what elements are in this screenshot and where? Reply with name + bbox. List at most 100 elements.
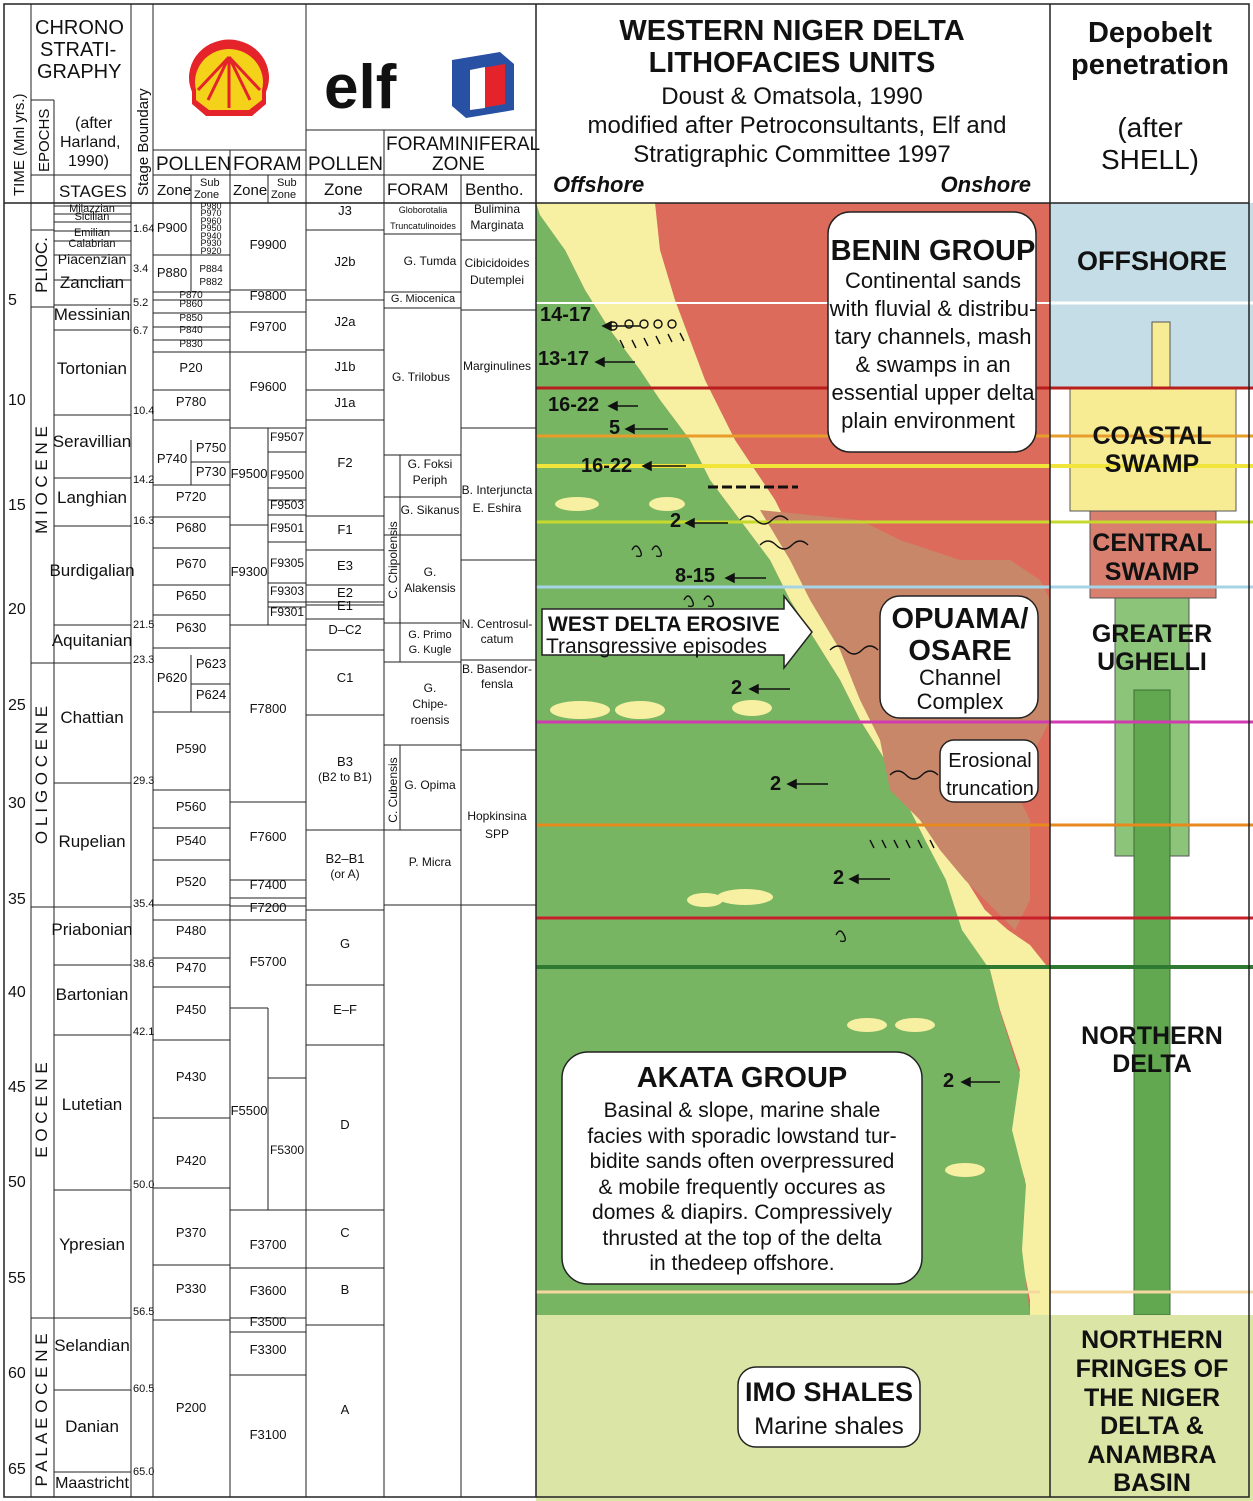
benin-group-text: Continental sands: [845, 268, 1021, 293]
pollen-subzone-label: P624: [196, 687, 226, 702]
depobelt-northern-delta-zone: [1133, 689, 1171, 1316]
pollen-subzone-label: P960: [200, 216, 221, 226]
elf-pollen-zone-label: B2–B1: [325, 851, 364, 866]
foram-zone-label: F9300: [231, 564, 268, 579]
pollen-zone-label: P480: [176, 923, 206, 938]
opuama-text: Channel: [919, 665, 1001, 690]
pollen-zone-label: P630: [176, 620, 206, 635]
turbidite-lens: [555, 497, 599, 511]
foram-subzone-label: F5300: [270, 1143, 304, 1157]
pollen-zone-label: P200: [176, 1400, 206, 1415]
subzone-label: Zone: [194, 189, 219, 201]
episode-label: 8-15: [675, 565, 715, 587]
pollen-zone-label: P720: [176, 489, 206, 504]
elf-foram-zone-label: G.: [424, 565, 437, 579]
pollen-zone-label: P650: [176, 588, 206, 603]
time-tick-label: 60: [8, 1365, 26, 1382]
bentho-zone-label: Bulimina: [474, 202, 520, 216]
pollen-zone-label: P420: [176, 1153, 206, 1168]
stage-label: Seravillian: [53, 432, 131, 451]
depobelt-northern-fringes-zone: [1050, 1315, 1253, 1501]
stage-label: Lutetian: [62, 1095, 123, 1114]
bentho-zone-label: Dutemplei: [470, 273, 524, 287]
pollen-zone-label: P870: [179, 290, 203, 301]
pollen-subzone-label: P882: [199, 277, 223, 288]
pollen-zone-label: P590: [176, 741, 206, 756]
elf-foram-zone-label: G. Kugle: [409, 644, 452, 656]
episode-label: 2: [770, 773, 781, 795]
foram-zone-label: F7400: [250, 877, 287, 892]
benin-group-text: essential upper delta: [831, 380, 1035, 405]
facies-symbols: [608, 319, 939, 943]
elf-pollen-zone-label: J2a: [335, 314, 357, 329]
foraminiferal-zone-header: FORAMINIFERAL: [386, 134, 540, 155]
main-subtitle: Stratigraphic Committee 1997: [633, 141, 950, 168]
benin-group-text: & swamps in an: [855, 352, 1010, 377]
elf-pollen-zone-label: E–F: [333, 1002, 357, 1017]
depobelt-subtitle: SHELL): [1101, 144, 1199, 175]
shell-logo: [189, 39, 269, 116]
epoch-label: P A L A E O C E N E: [32, 1333, 51, 1486]
foraminiferal-zone-header: ZONE: [432, 154, 485, 175]
pollen-zone-label: P620: [157, 670, 187, 685]
opuama-text: Complex: [917, 689, 1004, 714]
stage-boundary-value: 1.64: [133, 223, 154, 235]
foram-subzone-label: F9503: [270, 498, 304, 512]
bentho-zone-label: SPP: [485, 827, 509, 841]
time-tick-label: 45: [8, 1079, 26, 1096]
pollen-zone-label: P900: [157, 220, 187, 235]
stage-label: Piacenzian: [58, 251, 127, 267]
elf-foram-zone-label: G. Primo: [408, 629, 451, 641]
depobelt-labels: OFFSHORE COASTAL SWAMP CENTRAL SWAMP GRE…: [1076, 246, 1229, 1497]
foram-subzone-label: F9500: [270, 468, 304, 482]
depobelt-label: FRINGES OF: [1076, 1355, 1229, 1383]
time-tick-label: 55: [8, 1270, 26, 1287]
elf-logo: elf: [324, 52, 514, 122]
episode-label: 5: [609, 417, 620, 439]
episode-arrows: [594, 320, 1000, 1088]
elf-pollen-zone-label: E1: [337, 598, 353, 613]
stage-boundary-value: 29.3: [133, 775, 154, 787]
zone-label: Zone: [157, 182, 191, 199]
elf-pollen-zone-label: E3: [337, 558, 353, 573]
bentho-zone-label: B. Interjuncta: [462, 483, 533, 497]
elf-logo-text: elf: [324, 53, 397, 122]
pollen-subzone-label: P950: [200, 223, 221, 233]
subzone-label: Sub: [200, 177, 220, 189]
pollen-subzone-label: P730: [196, 464, 226, 479]
stage-label: Burdigalian: [49, 561, 134, 580]
stage-boundary-label: Stage Boundary: [135, 88, 152, 196]
elf-pollen-zone-label: (B2 to B1): [318, 770, 372, 784]
pollen-zone-label: P880: [157, 265, 187, 280]
elf-foram-zone-label: P. Micra: [409, 855, 452, 869]
depobelt-label: SWAMP: [1105, 450, 1199, 478]
stage-boundary-value: 5.2: [133, 297, 148, 309]
stage-label: Danian: [65, 1417, 119, 1436]
episode-label: 2: [731, 677, 742, 699]
time-tick-label: 40: [8, 984, 26, 1001]
elf-foram-zone-label: Alakensis: [404, 581, 455, 595]
erosional-text: truncation: [946, 778, 1034, 800]
zone-label: Zone: [233, 182, 267, 199]
imo-title: IMO SHALES: [745, 1377, 913, 1407]
foram-zone-label: F9600: [250, 379, 287, 394]
pollen-zone-label: P540: [176, 833, 206, 848]
foram-subzone-label: F9507: [270, 430, 304, 444]
akata-text: bidite sands often overpressured: [590, 1150, 895, 1173]
bentho-zone-label: Marginata: [470, 218, 524, 232]
opuama-title: OPUAMA/: [892, 603, 1029, 635]
stage-label: Calabrian: [68, 238, 115, 250]
stage-boundary-value: 14.2: [133, 474, 154, 486]
stage-boundary-value: 21.5: [133, 619, 154, 631]
pollen-zone-label: P520: [176, 874, 206, 889]
header: TIME (Mnl yrs.) EPOCHS CHRONO STRATI- GR…: [11, 15, 1229, 201]
elf-pollen-zone-label: G: [340, 936, 350, 951]
akata-text: & mobile frequently occures as: [598, 1176, 885, 1199]
elf-pollen-zone-label: J1a: [335, 395, 357, 410]
stage-label: Aquitanian: [52, 631, 132, 650]
bentho-zone-label: catum: [481, 632, 514, 646]
stage-label: Langhian: [57, 488, 127, 507]
elf-foram-zone-label: Chipe-: [412, 697, 447, 711]
